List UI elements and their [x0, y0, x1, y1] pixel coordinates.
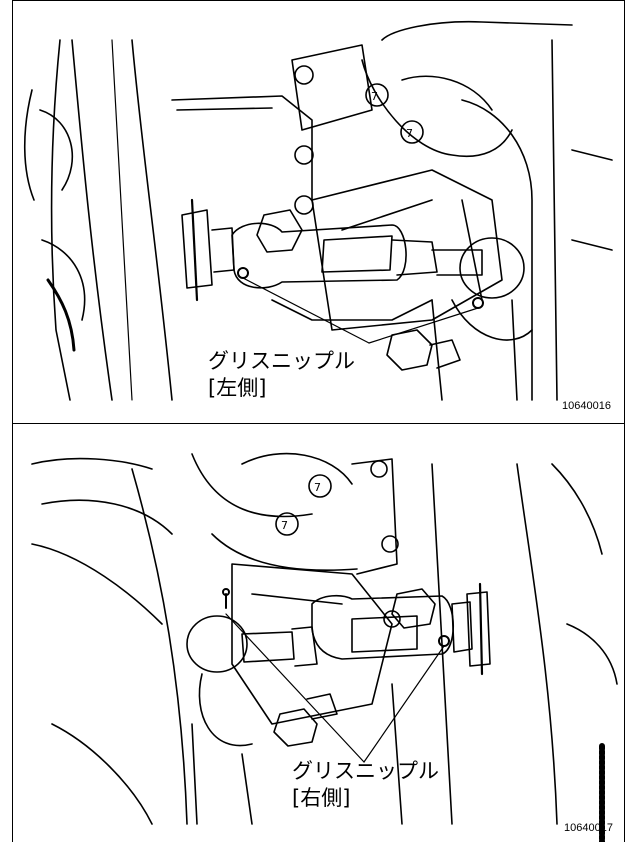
- svg-text:7: 7: [281, 519, 288, 532]
- grease-nipple-label-left: グリスニップル [左側]: [208, 348, 355, 402]
- figure-left-grease-nipple: 7 7 グリスニップル: [12, 0, 625, 420]
- label-line1: グリスニップル: [208, 349, 355, 373]
- right-side-illustration: 7 7: [31, 452, 618, 842]
- figure-separator: [12, 423, 625, 424]
- svg-text:7: 7: [314, 481, 321, 494]
- label-line2: [右側]: [292, 786, 351, 810]
- left-side-illustration: 7 7: [23, 20, 613, 401]
- grease-nipple-label-right: グリスニップル [右側]: [292, 758, 439, 812]
- svg-text:7: 7: [406, 127, 413, 140]
- label-line2: [左側]: [208, 376, 267, 400]
- figure-number: 10640016: [562, 400, 611, 412]
- svg-text:7: 7: [371, 90, 378, 103]
- figure-right-grease-nipple: 7 7: [12, 424, 625, 842]
- page-frame: [12, 0, 625, 842]
- figure-number: 10640017: [564, 822, 613, 834]
- label-line1: グリスニップル: [292, 759, 439, 783]
